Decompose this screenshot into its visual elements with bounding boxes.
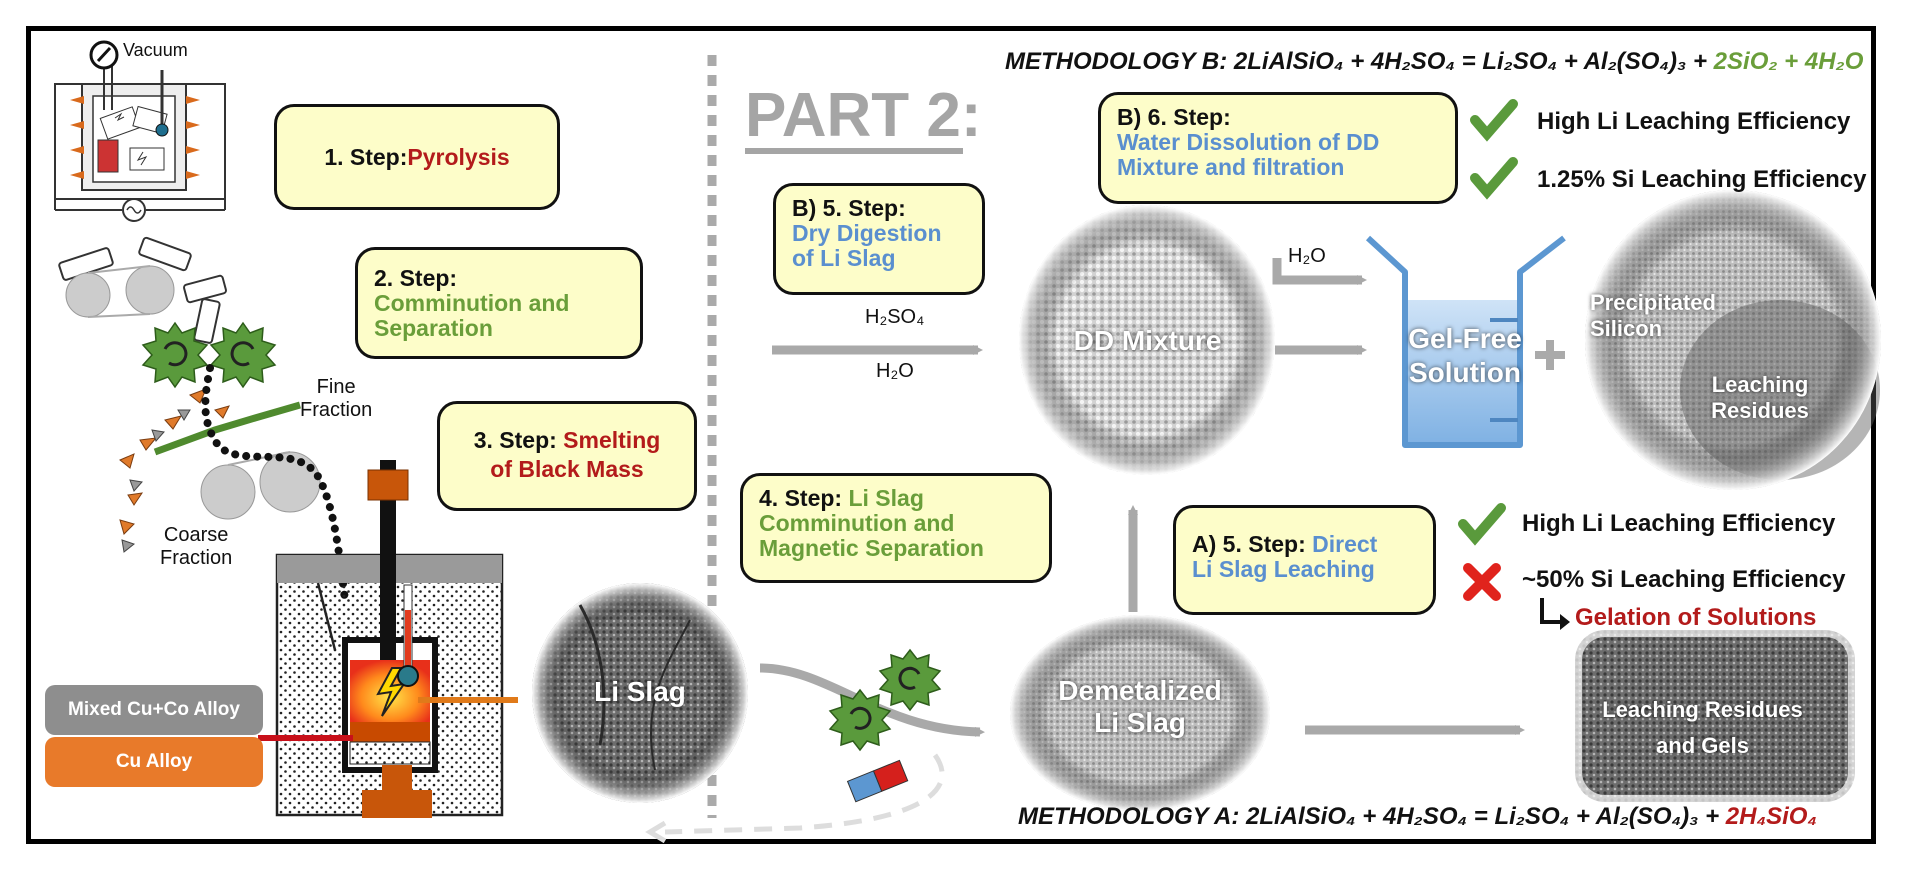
step-b6-prefix: B) 6. Step: <box>1117 104 1231 130</box>
gelation-label: Gelation of Solutions <box>1575 604 1817 631</box>
step-b5-name: Dry Digestion of Li Slag <box>792 220 942 271</box>
step2-box: 2. Step: Comminution and Separation <box>355 247 643 359</box>
step1-box: 1. Step: Pyrolysis <box>274 104 560 210</box>
flow-arrows <box>759 258 1525 737</box>
h2so4-label: H₂SO₄ <box>865 306 925 328</box>
precipitated-silicon-label: Precipitated Silicon <box>1590 290 1716 341</box>
step-b6-box: B) 6. Step: Water Dissolution of DD Mixt… <box>1098 92 1458 204</box>
vacuum-label: Vacuum <box>123 40 188 60</box>
precipitated-silicon-image <box>1585 190 1881 490</box>
step3-prefix: 3. Step: <box>473 427 564 453</box>
return-arrowhead <box>645 820 667 844</box>
li-slag-image <box>532 583 748 803</box>
beaker-icon <box>1365 235 1566 448</box>
step4-name-b: Comminution and Magnetic Separation <box>759 510 984 561</box>
comminution-separation-icon <box>58 236 349 604</box>
cu-alloy-pill: Cu Alloy <box>45 737 263 787</box>
step1-name: Pyrolysis <box>407 143 510 170</box>
methodology-b-highlight: 2SiO₂ + 4H₂O <box>1713 48 1864 75</box>
methodology-a-equation: METHODOLOGY A: 2LiAlSiO₄ + 4H₂SO₄ = Li₂S… <box>1018 803 1817 831</box>
step4-name-a: Li Slag <box>848 485 924 511</box>
step3-name-a: Smelting <box>563 427 661 453</box>
pyrolysis-reactor-icon <box>54 40 226 222</box>
smelting-furnace-icon <box>258 460 518 818</box>
step2-prefix: 2. Step: <box>374 265 458 291</box>
return-corner-arrow-icon <box>1540 598 1562 624</box>
step-a5-box: A) 5. Step: Direct Li Slag Leaching <box>1173 505 1436 615</box>
step-a5-prefix: A) 5. Step: <box>1192 531 1313 557</box>
fine-fraction-label: Fine Fraction <box>300 376 373 421</box>
step-a5-name-b: Li Slag Leaching <box>1192 556 1375 582</box>
step1-prefix: 1. Step: <box>324 143 408 170</box>
step2-name: Comminution and Separation <box>374 290 570 341</box>
step-b6-name: Water Dissolution of DD Mixture and filt… <box>1117 129 1380 180</box>
demetalized-slag-image <box>1010 615 1270 811</box>
residues-gels-image <box>1568 623 1862 809</box>
check-icon <box>1458 503 1506 546</box>
result-a-li: High Li Leaching Efficiency <box>1522 510 1836 537</box>
plus-icon <box>1535 340 1565 370</box>
part-title-underline <box>745 148 963 154</box>
step3-name-b: of Black Mass <box>490 456 644 482</box>
residues-gels-label: Leaching Residues and Gels <box>1602 697 1803 758</box>
leaching-residues-label: Leaching Residues <box>1711 372 1809 423</box>
crusher-gear-icon <box>878 648 942 712</box>
arrow-water <box>1272 258 1367 285</box>
step3-box: 3. Step: Smelting of Black Mass <box>437 401 697 511</box>
demetalized-label: Demetalized Li Slag <box>1058 675 1222 738</box>
dd-mixture-label: DD Mixture <box>1073 325 1222 356</box>
step-b5-box: B) 5. Step: Dry Digestion of Li Slag <box>773 183 985 295</box>
check-icon <box>1470 157 1518 200</box>
h2o-label: H₂O <box>876 360 914 382</box>
methodology-a-highlight: 2H₄SiO₄ <box>1725 803 1818 830</box>
methodology-b-label: METHODOLOGY B: 2LiAlSiO₄ + 4H₂SO₄ = Li₂S… <box>1005 48 1714 75</box>
check-icon <box>1470 99 1518 142</box>
magnet-icon <box>846 759 909 803</box>
arrow-return-dashed <box>664 753 945 835</box>
methodology-b-equation: METHODOLOGY B: 2LiAlSiO₄ + 4H₂SO₄ = Li₂S… <box>1005 48 1863 76</box>
step4-box: 4. Step: Li Slag Comminution and Magneti… <box>740 473 1052 583</box>
crusher-gear-icon <box>828 688 892 752</box>
coarse-fraction-label: Coarse Fraction <box>160 524 233 569</box>
dd-mixture-image <box>1019 205 1275 475</box>
cross-icon <box>1463 563 1501 601</box>
step-a5-name-a: Direct <box>1312 531 1378 557</box>
li-slag-label: Li Slag <box>594 676 686 707</box>
step4-prefix: 4. Step: <box>759 485 849 511</box>
result-b-si: 1.25% Si Leaching Efficiency <box>1537 166 1867 193</box>
h2o-top-label: H₂O <box>1288 245 1326 267</box>
methodology-a-label: METHODOLOGY A: 2LiAlSiO₄ + 4H₂SO₄ = Li₂S… <box>1018 803 1726 830</box>
part-title: PART 2: <box>745 81 982 150</box>
result-b-li: High Li Leaching Efficiency <box>1537 108 1851 135</box>
gel-free-label: Gel-Free Solution <box>1408 323 1522 388</box>
step-b5-prefix: B) 5. Step: <box>792 195 906 221</box>
mixed-alloy-pill: Mixed Cu+Co Alloy <box>45 685 263 735</box>
result-a-si: ~50% Si Leaching Efficiency <box>1522 566 1846 593</box>
